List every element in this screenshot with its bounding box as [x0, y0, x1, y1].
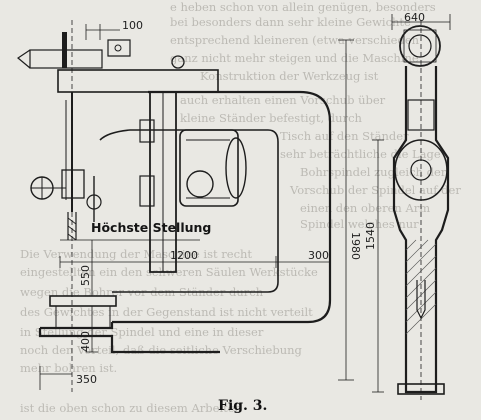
dimension-350: 350 — [76, 373, 97, 386]
svg-text:Die Verwendung der Maschine is: Die Verwendung der Maschine ist recht — [20, 247, 252, 261]
dimension-300: 300 — [308, 249, 329, 262]
svg-text:einen den oberen Arm: einen den oberen Arm — [300, 201, 430, 215]
base-plate — [38, 322, 220, 354]
upper-arm — [57, 69, 219, 93]
svg-text:Bohrspindel zugleich der: Bohrspindel zugleich der — [300, 165, 447, 179]
top-rod — [62, 32, 67, 68]
front-view: 640 1540 — [364, 11, 451, 400]
spindle-sleeve — [61, 169, 85, 199]
svg-text:bei besonders dann sehr kleine: bei besonders dann sehr kleine Gewichte — [170, 15, 411, 29]
side-view: 100 1980 Höchste Stellung 1200 300 550 4… — [16, 19, 362, 392]
dimension-1200: 1200 — [170, 249, 198, 262]
dimension-550: 550 — [79, 265, 92, 286]
figure-caption: Fig. 3. — [218, 398, 267, 414]
motor-flange — [186, 170, 214, 198]
frame-outer-contour — [112, 90, 332, 324]
svg-text:ist die oben schon zu diesem A: ist die oben schon zu diesem Arbeiten — [20, 401, 243, 415]
label-highest-position: Höchste Stellung — [91, 220, 211, 235]
svg-text:mehr bohren ist.: mehr bohren ist. — [20, 361, 117, 375]
front-drill — [416, 280, 426, 320]
svg-text:entsprechend kleineren (etwa v: entsprechend kleineren (etwa verschieden — [170, 33, 420, 47]
frame-inner-contour — [99, 129, 279, 293]
svg-text:auch erhalten einen Vorschub ü: auch erhalten einen Vorschub über — [180, 93, 386, 107]
dimension-1980: 1980 — [349, 232, 362, 260]
svg-text:des Gewichtes in der Gegenstan: des Gewichtes in der Gegenstand ist nich… — [20, 305, 313, 319]
dimension-1540: 1540 — [364, 222, 377, 250]
svg-text:noch den Vorteil, daß die seit: noch den Vorteil, daß die seitliche Vers… — [20, 343, 303, 357]
motor-end-cap — [225, 137, 247, 199]
svg-text:ganz nicht mehr steigen und di: ganz nicht mehr steigen und die Maschine — [170, 51, 419, 65]
svg-text:sehr beträchtliche die Lage: sehr beträchtliche die Lage — [280, 147, 441, 161]
front-base — [397, 383, 445, 395]
dimension-400: 400 — [79, 331, 92, 352]
svg-text:kleine Ständer befestigt, durc: kleine Ständer befestigt, durch — [180, 111, 363, 125]
table-top — [49, 295, 117, 307]
svg-text:e heben schon von allein genüg: e heben schon von allein genügen, besond… — [170, 0, 436, 14]
upper-bearing — [107, 39, 131, 57]
svg-text:Vorschub der Spindel auf der: Vorschub der Spindel auf der — [289, 183, 461, 197]
front-head — [394, 139, 448, 201]
front-pulley — [399, 25, 441, 67]
svg-text:Tisch auf den Ständer: Tisch auf den Ständer — [280, 129, 409, 143]
motor-housing — [179, 129, 239, 207]
dimension-640: 640 — [404, 11, 425, 24]
svg-text:Spindel welches nur: Spindel welches nur — [300, 217, 419, 231]
svg-text:Konstruktion der Werkzeug ist: Konstruktion der Werkzeug ist — [200, 69, 379, 83]
dimension-100: 100 — [122, 19, 143, 32]
hook-eye — [171, 55, 185, 69]
